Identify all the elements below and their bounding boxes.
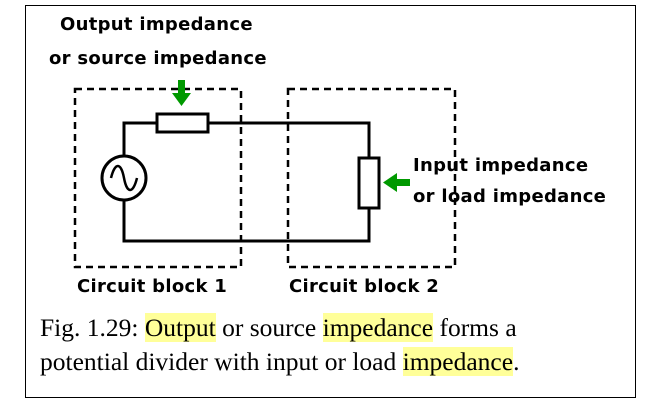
output-impedance-label-line2: or source impedance xyxy=(49,48,267,69)
circuit-block-2-box xyxy=(286,87,457,269)
source-resistor xyxy=(155,112,210,134)
caption-line-2: potential divider with input or load imp… xyxy=(40,345,640,379)
output-impedance-arrow-icon xyxy=(172,80,191,106)
caption-highlight-output: Output xyxy=(144,313,216,342)
output-impedance-label-line1: Output impedance xyxy=(60,14,253,35)
input-impedance-label-line2: or load impedance xyxy=(413,186,607,207)
caption-mid-1: or source xyxy=(215,313,323,342)
caption-highlight-impedance-1: impedance xyxy=(322,313,434,342)
circuit-block-1-label: Circuit block 1 xyxy=(77,276,228,297)
caption-line2-text: potential divider with input or load xyxy=(40,347,403,376)
circuit-block-2-label: Circuit block 2 xyxy=(289,276,440,297)
caption-highlight-impedance-2: impedance xyxy=(402,347,514,376)
caption-prefix: Fig. 1.29: xyxy=(40,313,145,342)
circuit-block-1-box xyxy=(73,87,243,269)
circuit-wire xyxy=(122,121,371,243)
input-impedance-arrow-icon xyxy=(383,173,410,192)
caption-end: . xyxy=(513,347,520,376)
caption-mid-2: forms a xyxy=(433,313,517,342)
sine-wave-icon xyxy=(109,164,139,192)
load-resistor xyxy=(357,156,381,210)
input-impedance-label-line1: Input impedance xyxy=(413,155,589,176)
caption-line-1: Fig. 1.29: Output or source impedance fo… xyxy=(40,311,640,345)
figure-caption: Fig. 1.29: Output or source impedance fo… xyxy=(40,311,640,379)
